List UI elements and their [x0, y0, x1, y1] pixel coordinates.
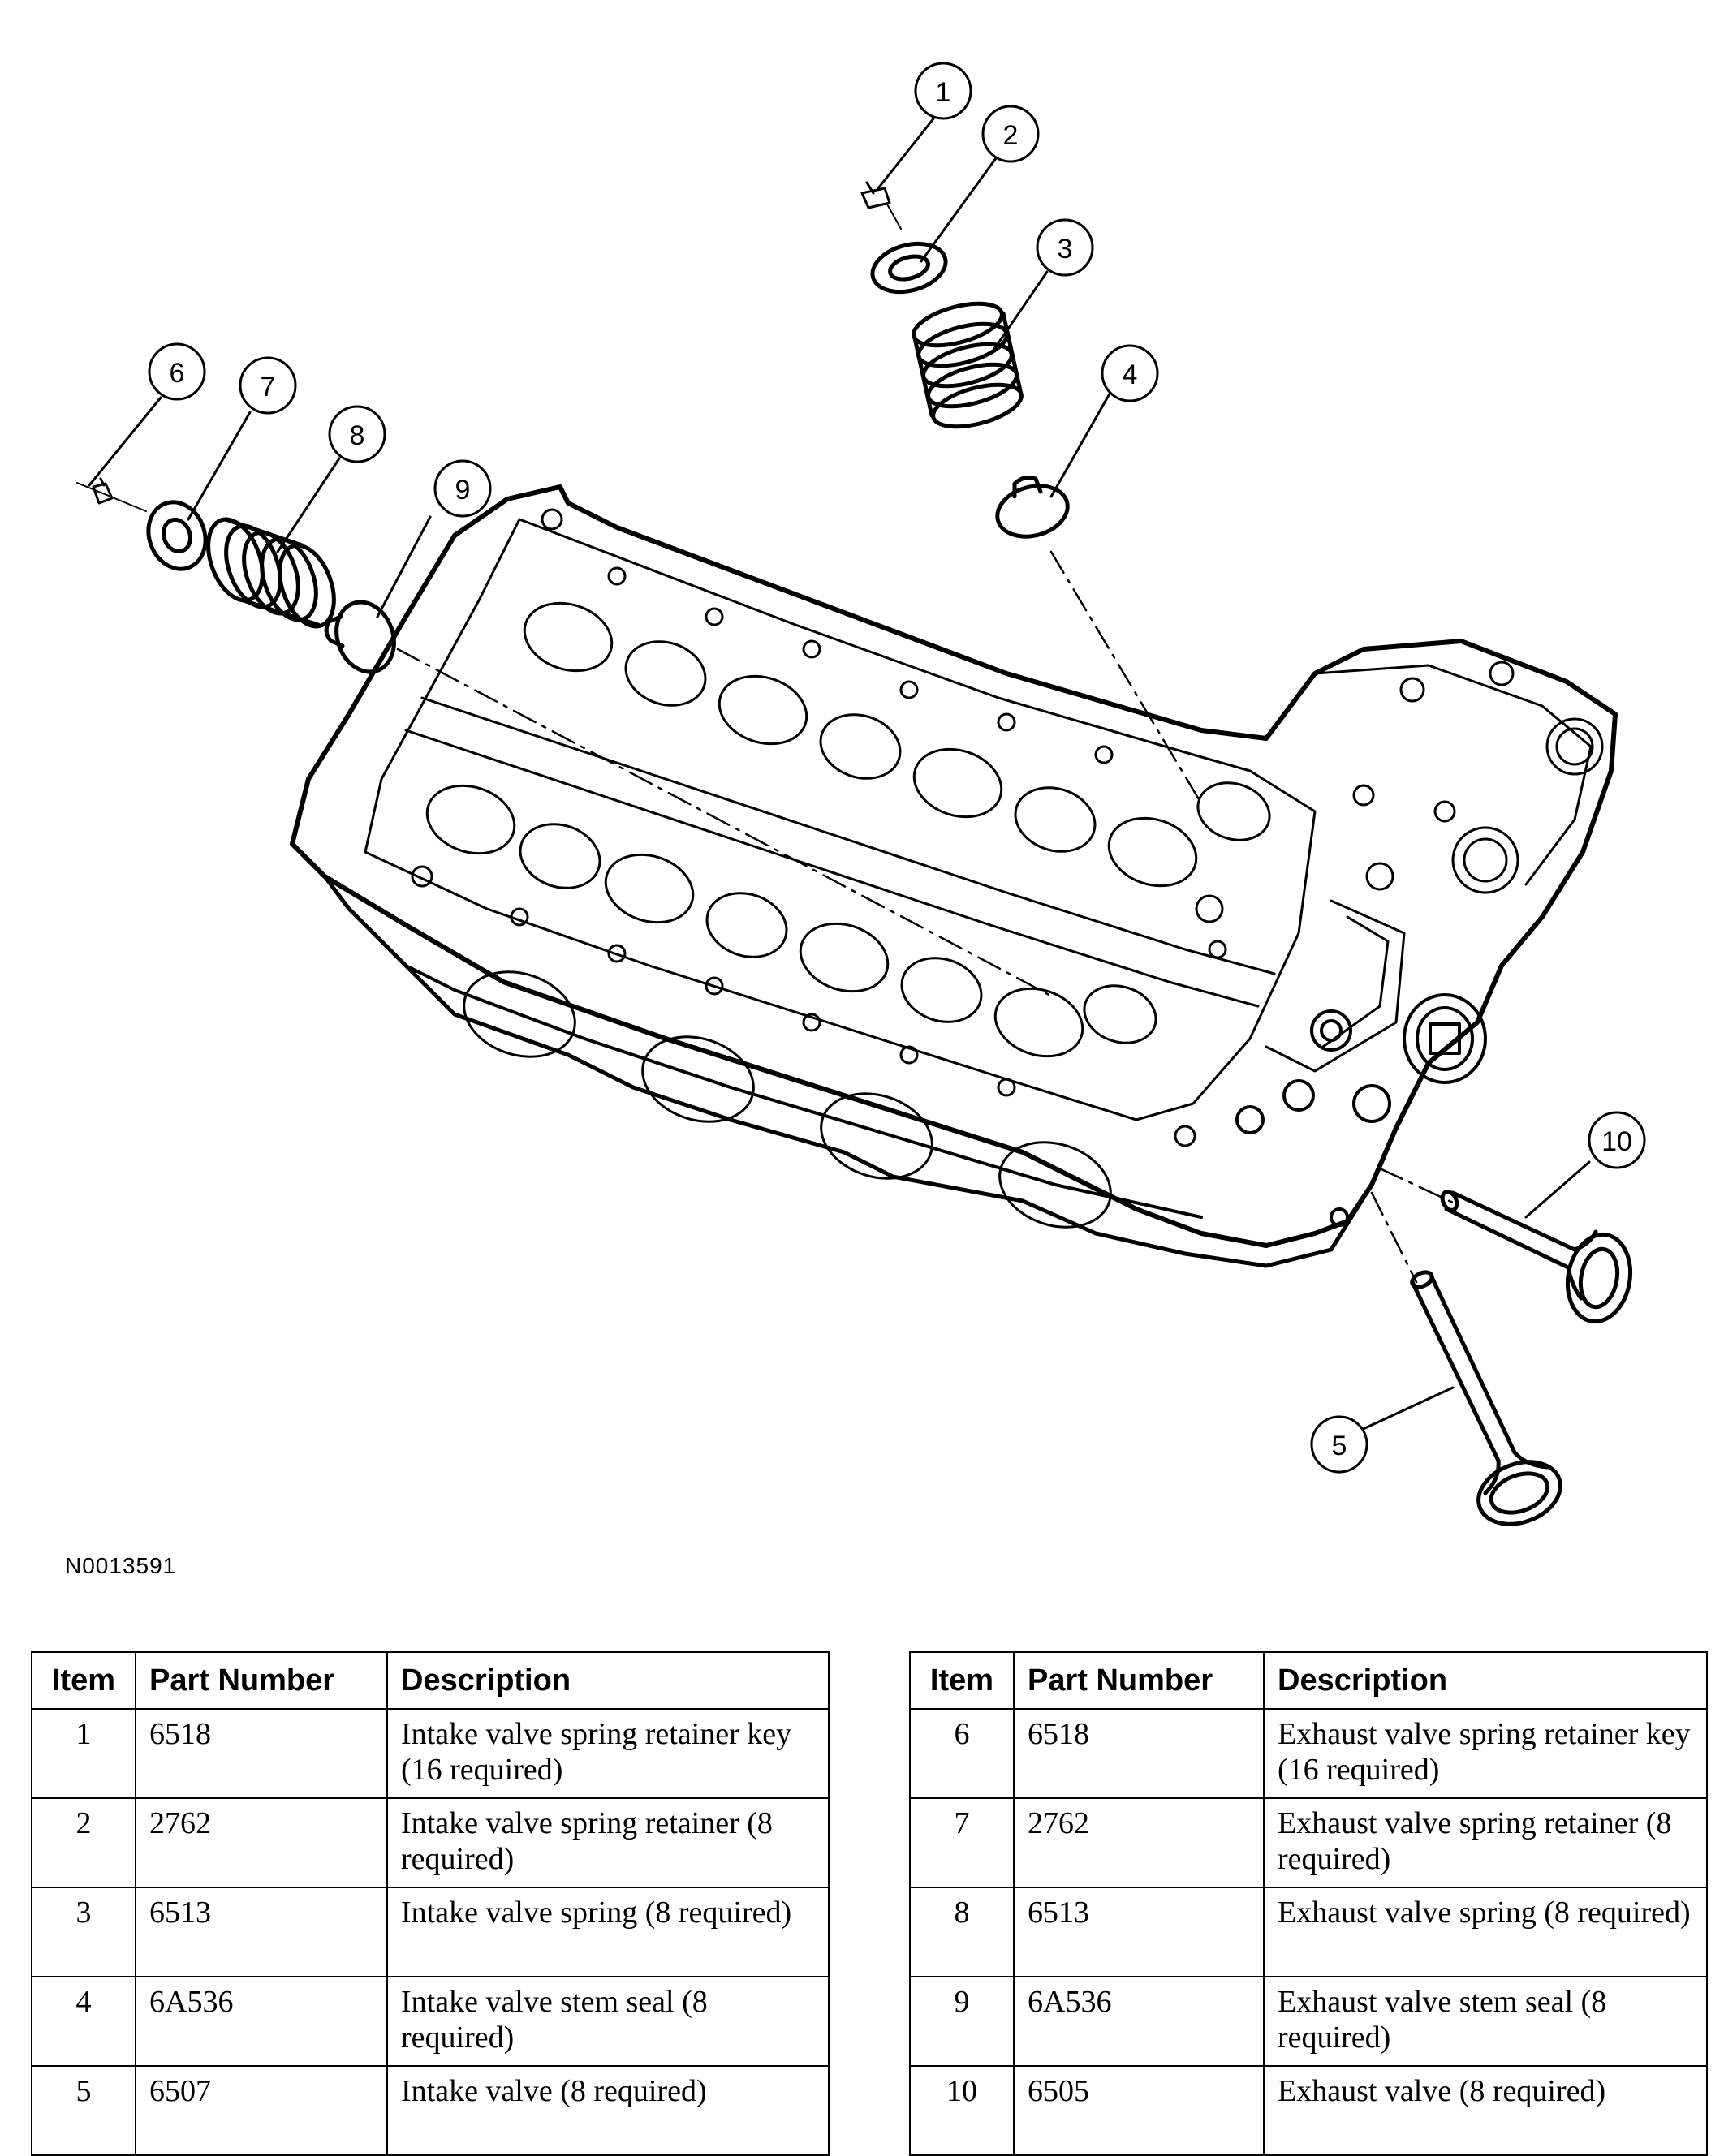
- description-cell: Intake valve (8 required): [386, 2065, 830, 2156]
- callout-3: 3: [1036, 218, 1094, 277]
- intake-valve-spring: [912, 301, 1024, 429]
- part-number-cell: 6A536: [1013, 1976, 1265, 2067]
- item-cell: 8: [909, 1887, 1015, 1977]
- part-number-cell: 6505: [1013, 2065, 1265, 2156]
- table-row: 3 6513 Intake valve spring (8 required): [31, 1887, 830, 1977]
- table-row: 1 6518 Intake valve spring retainer key …: [31, 1708, 830, 1799]
- callout-7: 7: [239, 356, 297, 415]
- description-header: Description: [1263, 1651, 1708, 1710]
- description-cell: Exhaust valve spring (8 required): [1263, 1887, 1708, 1977]
- part-number-header: Part Number: [1013, 1651, 1265, 1710]
- description-cell: Intake valve stem seal (8 required): [386, 1976, 830, 2067]
- leader-lines: [88, 112, 1591, 1438]
- cylinder-head-exploded-view: 1 2 3 4 5 6 7 8 9 10: [76, 62, 1646, 1526]
- callout-6: 6: [148, 342, 206, 401]
- description-cell: Intake valve spring retainer key (16 req…: [386, 1708, 830, 1799]
- callout-label: 5: [1332, 1431, 1347, 1461]
- callout-2: 2: [981, 105, 1040, 163]
- item-cell: 7: [909, 1797, 1015, 1888]
- table-row: 5 6507 Intake valve (8 required): [31, 2065, 830, 2156]
- callout-4: 4: [1101, 344, 1159, 402]
- item-cell: 10: [909, 2065, 1015, 2156]
- part-number-header: Part Number: [135, 1651, 388, 1710]
- callout-label: 6: [170, 358, 185, 389]
- callout-label: 1: [936, 77, 951, 108]
- description-cell: Exhaust valve (8 required): [1263, 2065, 1708, 2156]
- exhaust-retainer-key: [92, 477, 114, 505]
- exhaust-valve-assembly: [76, 477, 1057, 1000]
- part-number-cell: 2762: [135, 1797, 388, 1888]
- callout-9: 9: [433, 459, 492, 518]
- exhaust-valve-spring: [206, 517, 336, 629]
- table-row: 10 6505 Exhaust valve (8 required): [909, 2065, 1708, 2156]
- intake-valve-assembly: [860, 181, 1203, 805]
- callout-8: 8: [328, 405, 386, 463]
- callouts: 1 2 3 4 5 6 7 8 9 10: [148, 62, 1646, 1474]
- table-row: 7 2762 Exhaust valve spring retainer (8 …: [909, 1797, 1708, 1888]
- callout-label: 10: [1601, 1126, 1632, 1157]
- table-header-row: Item Part Number Description: [909, 1651, 1708, 1710]
- part-number-cell: 6513: [1013, 1887, 1265, 1977]
- table-row: 9 6A536 Exhaust valve stem seal (8 requi…: [909, 1976, 1708, 2067]
- exhaust-stem-seal: [324, 600, 396, 674]
- intake-valve: [1370, 1191, 1562, 1526]
- exhaust-parts-table: Item Part Number Description 6 6518 Exha…: [909, 1651, 1708, 2156]
- description-cell: Exhaust valve spring retainer key (16 re…: [1263, 1708, 1708, 1799]
- callout-label: 7: [261, 372, 276, 402]
- item-header: Item: [909, 1651, 1015, 1710]
- table-header-row: Item Part Number Description: [31, 1651, 830, 1710]
- exhaust-valve: [1378, 1167, 1633, 1324]
- callout-10: 10: [1588, 1111, 1646, 1169]
- figure-id: N0013591: [65, 1553, 177, 1578]
- item-cell: 9: [909, 1976, 1015, 2067]
- item-cell: 3: [31, 1887, 136, 1977]
- description-cell: Intake valve spring (8 required): [386, 1887, 830, 1977]
- item-header: Item: [31, 1651, 136, 1710]
- item-cell: 2: [31, 1797, 136, 1888]
- table-row: 8 6513 Exhaust valve spring (8 required): [909, 1887, 1708, 1977]
- description-cell: Intake valve spring retainer (8 required…: [386, 1797, 830, 1888]
- exhaust-spring-retainer: [146, 500, 208, 571]
- table-row: 2 2762 Intake valve spring retainer (8 r…: [31, 1797, 830, 1888]
- part-number-cell: 6518: [135, 1708, 388, 1799]
- description-cell: Exhaust valve spring retainer (8 require…: [1263, 1797, 1708, 1888]
- table-row: 4 6A536 Intake valve stem seal (8 requir…: [31, 1976, 830, 2067]
- part-number-cell: 2762: [1013, 1797, 1265, 1888]
- callout-label: 3: [1058, 234, 1073, 265]
- callout-5: 5: [1310, 1415, 1368, 1474]
- table-row: 6 6518 Exhaust valve spring retainer key…: [909, 1708, 1708, 1799]
- callout-label: 8: [350, 420, 365, 451]
- intake-spring-retainer: [870, 241, 948, 295]
- intake-parts-table: Item Part Number Description 1 6518 Inta…: [31, 1651, 830, 2156]
- intake-stem-seal: [995, 476, 1070, 539]
- item-cell: 4: [31, 1976, 136, 2067]
- intake-retainer-key: [860, 181, 891, 209]
- callout-label: 9: [455, 475, 471, 506]
- callout-label: 2: [1003, 120, 1019, 151]
- part-number-cell: 6518: [1013, 1708, 1265, 1799]
- cylinder-head: [290, 484, 1618, 1268]
- part-number-cell: 6507: [135, 2065, 388, 2156]
- callout-label: 4: [1123, 359, 1138, 390]
- part-number-cell: 6A536: [135, 1976, 388, 2067]
- description-cell: Exhaust valve stem seal (8 required): [1263, 1976, 1708, 2067]
- item-cell: 5: [31, 2065, 136, 2156]
- item-cell: 6: [909, 1708, 1015, 1799]
- description-header: Description: [386, 1651, 830, 1710]
- callout-1: 1: [914, 62, 972, 120]
- part-number-cell: 6513: [135, 1887, 388, 1977]
- item-cell: 1: [31, 1708, 136, 1799]
